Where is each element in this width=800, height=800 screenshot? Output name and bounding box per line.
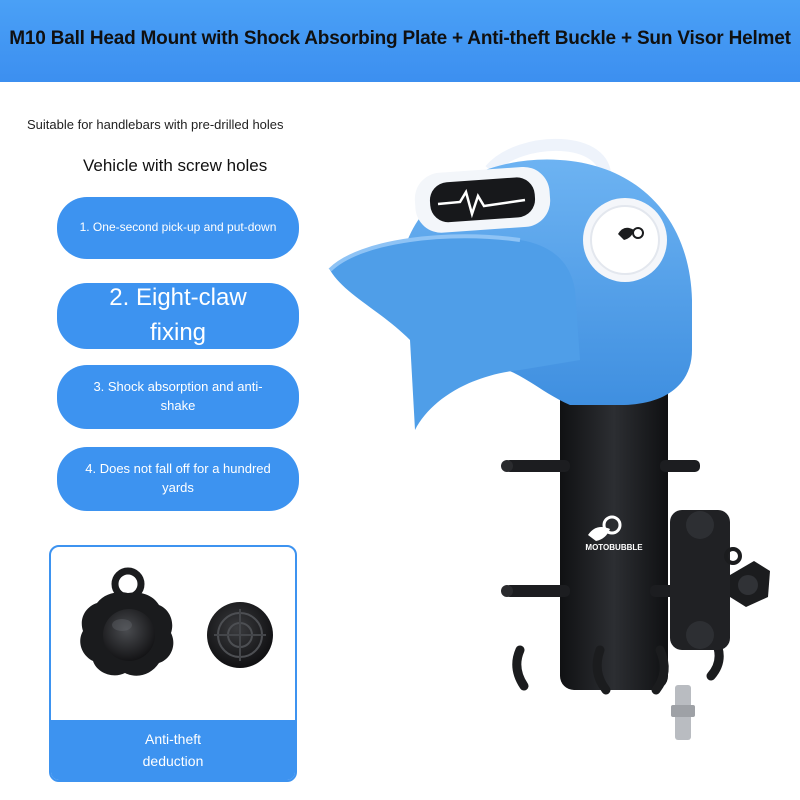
page-title: M10 Ball Head Mount with Shock Absorbing… <box>9 28 791 49</box>
feature-label: 2. Eight-claw fixing <box>109 284 247 346</box>
header-banner: M10 Ball Head Mount with Shock Absorbing… <box>0 0 800 82</box>
feature-pill-3: 3. Shock absorption and anti-shake <box>57 365 299 429</box>
antitheft-label-line2: deduction <box>142 753 204 769</box>
antitheft-label: Anti-theft deduction <box>51 720 295 780</box>
feature-label: 4. Does not fall off for a hundred yards <box>85 461 271 495</box>
feature-label: 3. Shock absorption and anti-shake <box>93 379 263 413</box>
feature-pill-4: 4. Does not fall off for a hundred yards <box>57 447 299 511</box>
sun-visor-helmet <box>328 139 692 430</box>
brand-logo-text: MOTOBUBBLE <box>585 543 643 552</box>
antitheft-card: Anti-theft deduction <box>49 545 297 782</box>
product-illustration: MOTOBUBBLE <box>328 139 770 740</box>
antitheft-label-line1: Anti-theft <box>144 730 202 747</box>
feature-pill-1: 1. One-second pick-up and put-down <box>57 197 299 259</box>
section-heading: Vehicle with screw holes <box>83 156 268 175</box>
phone-mount: MOTOBUBBLE <box>501 350 770 740</box>
antitheft-buckle-illustration <box>80 567 273 676</box>
compatibility-note: Suitable for handlebars with pre-drilled… <box>27 117 284 132</box>
feature-pill-2: 2. Eight-claw fixing <box>57 283 299 349</box>
feature-label: 1. One-second pick-up and put-down <box>79 220 277 235</box>
